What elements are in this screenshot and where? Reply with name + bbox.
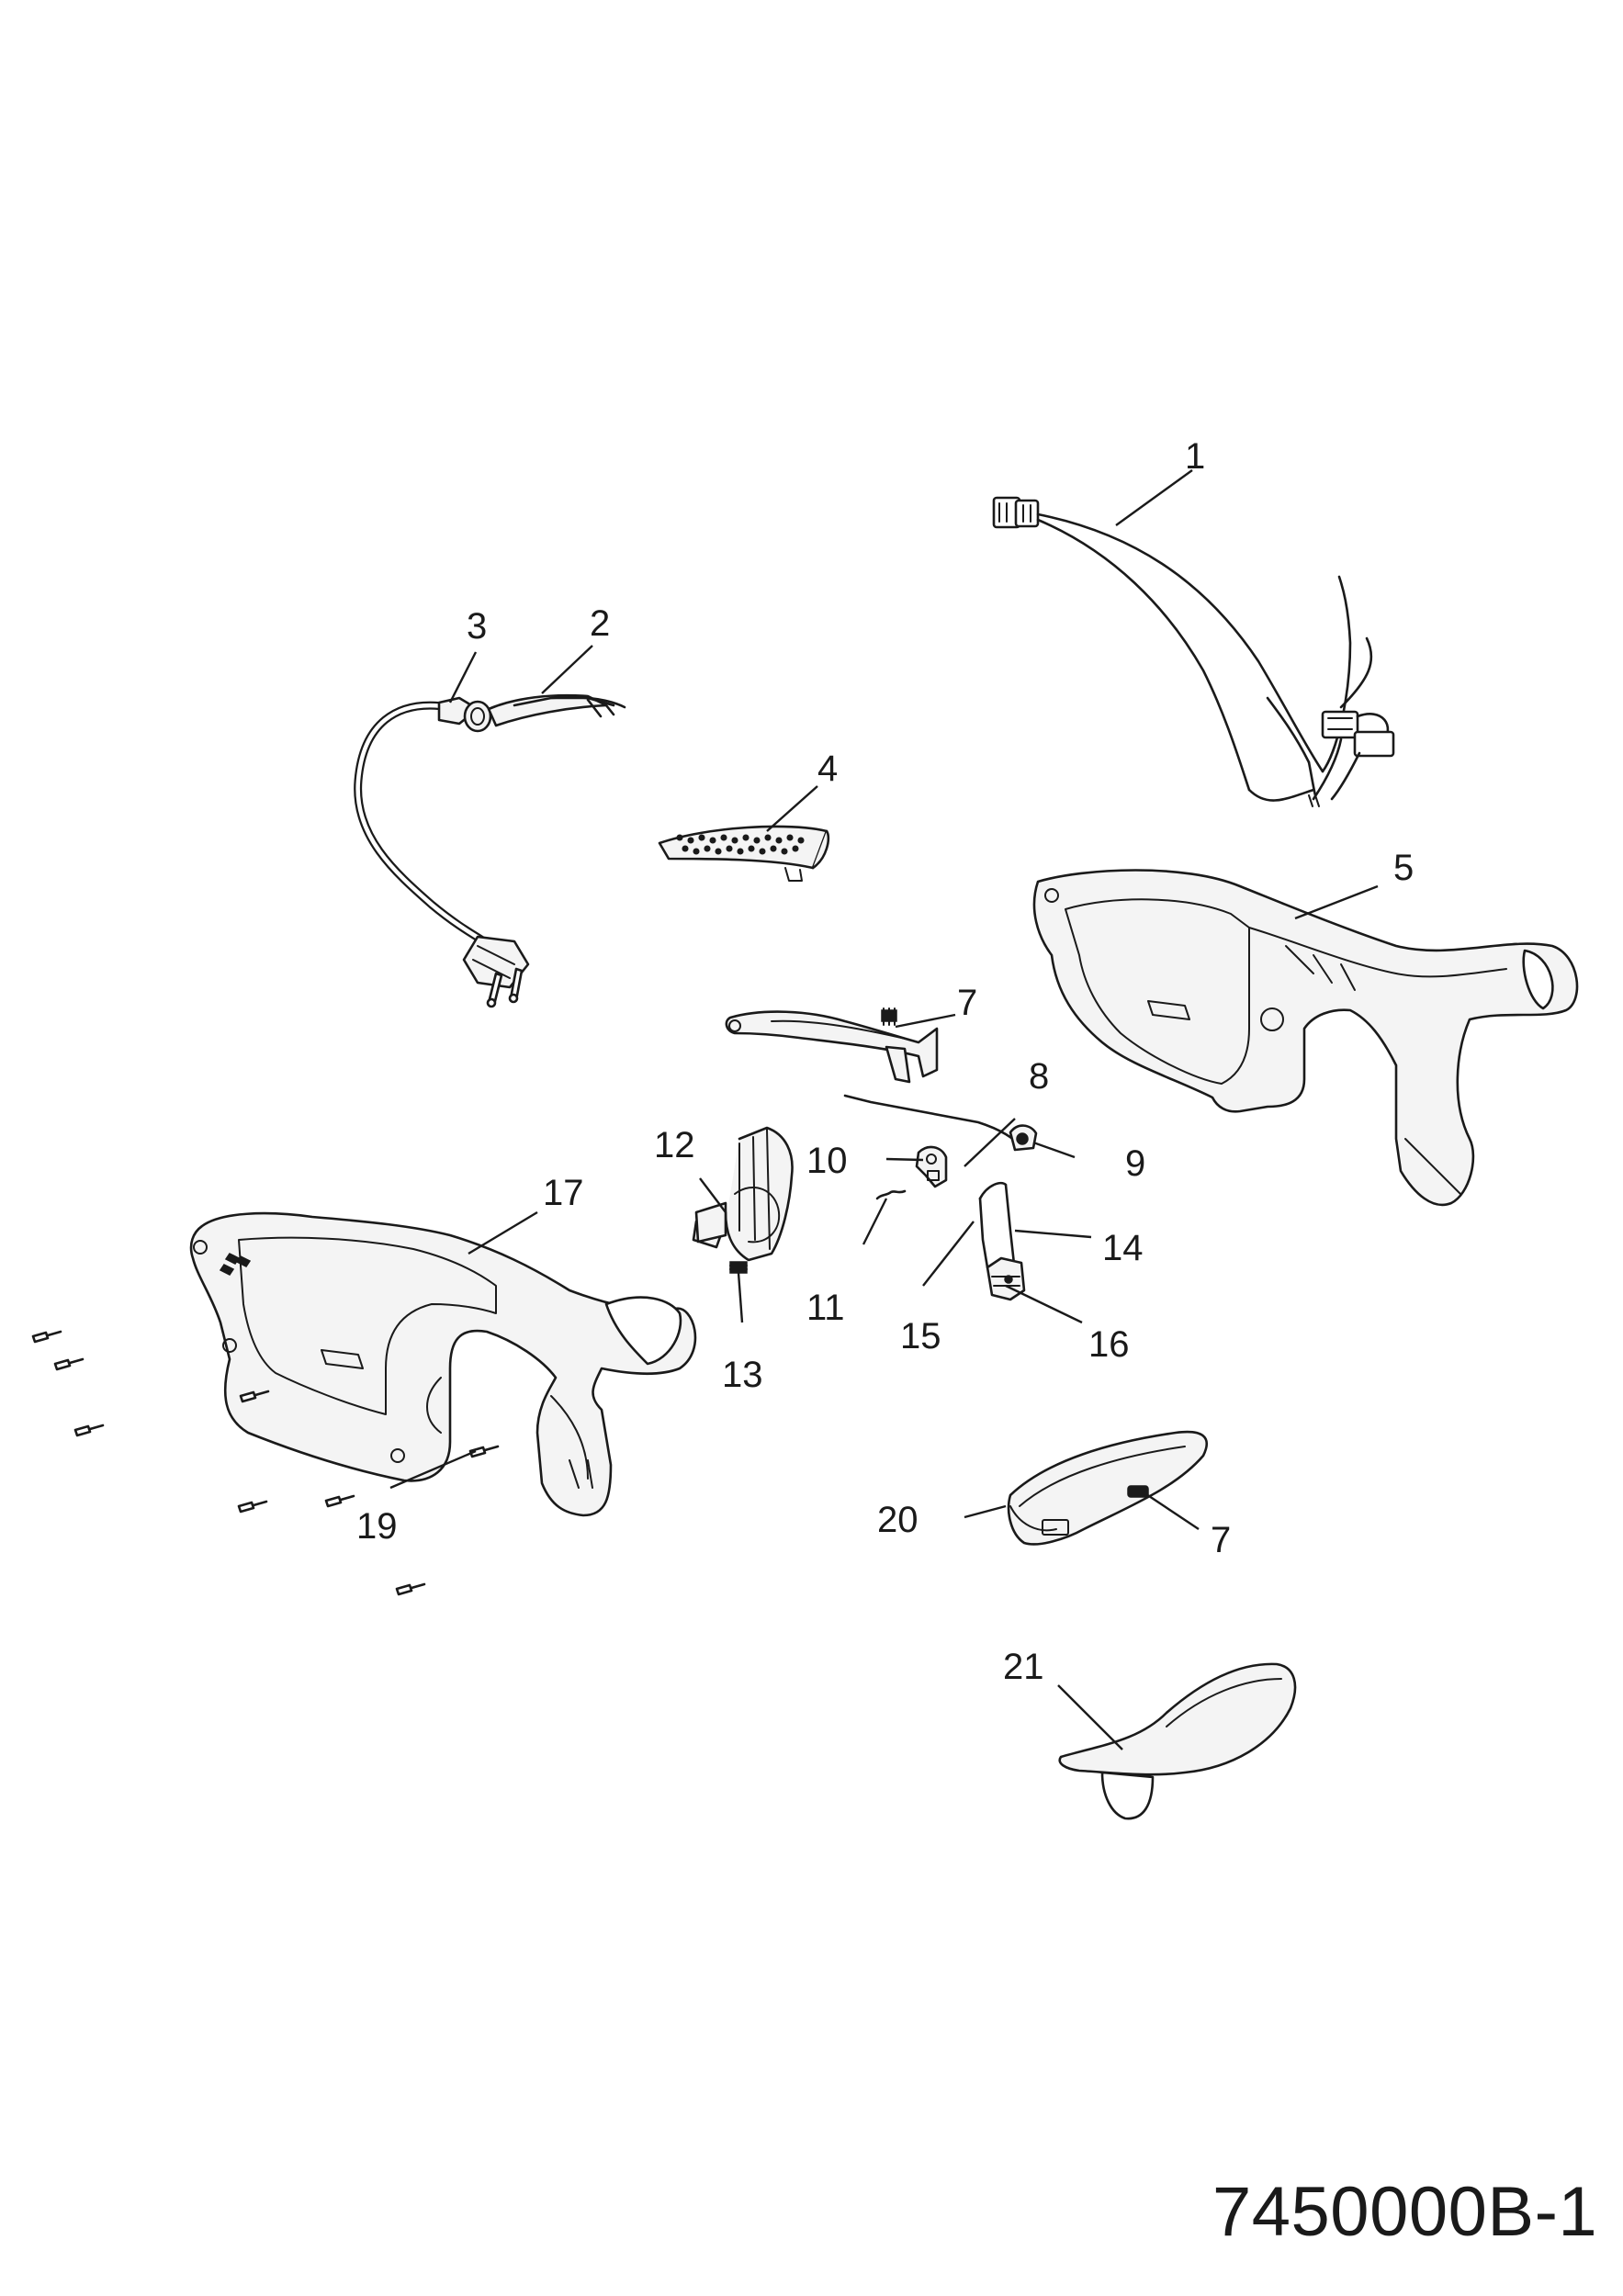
part-17-housing-left[interactable]	[189, 1211, 697, 1517]
callout-11: 11	[806, 1288, 845, 1328]
part-4-vent-cover[interactable]	[658, 825, 830, 882]
callout-7-lower: 7	[1211, 1520, 1231, 1560]
part-20-front-guard[interactable]	[1007, 1430, 1208, 1546]
part-9-bushing[interactable]	[1009, 1124, 1038, 1152]
part-5-housing-right[interactable]	[1032, 869, 1579, 1207]
part-21-hand-guard[interactable]	[1058, 1662, 1297, 1820]
callout-7-upper: 7	[957, 983, 977, 1023]
part-14-16-safety-lever[interactable]	[978, 1181, 1026, 1301]
part-11-spring[interactable]	[875, 1189, 907, 1200]
callout-20: 20	[877, 1500, 919, 1540]
part-12-switch-body[interactable]	[692, 1126, 794, 1274]
callout-labels: 1 2 3 4 5 7 8 9 10 11 12 13 14 15 16 17 …	[356, 436, 1414, 1687]
callout-5: 5	[1393, 848, 1414, 888]
callout-19: 19	[356, 1506, 398, 1547]
callout-2: 2	[590, 603, 610, 644]
callout-17: 17	[543, 1173, 584, 1213]
callout-14: 14	[1102, 1228, 1144, 1268]
callout-9: 9	[1125, 1143, 1145, 1184]
part-7-switch-lever[interactable]	[725, 1007, 939, 1084]
callout-21: 21	[1003, 1647, 1044, 1687]
part-19-screws[interactable]	[31, 1330, 500, 1596]
drawing-number: 7450000B-1	[1212, 2173, 1598, 2251]
callout-13: 13	[722, 1355, 763, 1395]
part-1-wiring-harness[interactable]	[992, 496, 1395, 807]
callout-3: 3	[467, 606, 487, 647]
callout-12: 12	[654, 1125, 695, 1165]
leader-lines	[389, 469, 1379, 1750]
callout-4: 4	[817, 748, 838, 789]
callout-8: 8	[1029, 1056, 1049, 1097]
callout-16: 16	[1088, 1324, 1130, 1365]
part-10-lock-catch[interactable]	[915, 1145, 948, 1188]
part-2-3-power-cord[interactable]	[354, 693, 626, 1008]
callout-10: 10	[806, 1141, 848, 1181]
callout-15: 15	[900, 1316, 941, 1356]
callout-1: 1	[1185, 436, 1205, 477]
